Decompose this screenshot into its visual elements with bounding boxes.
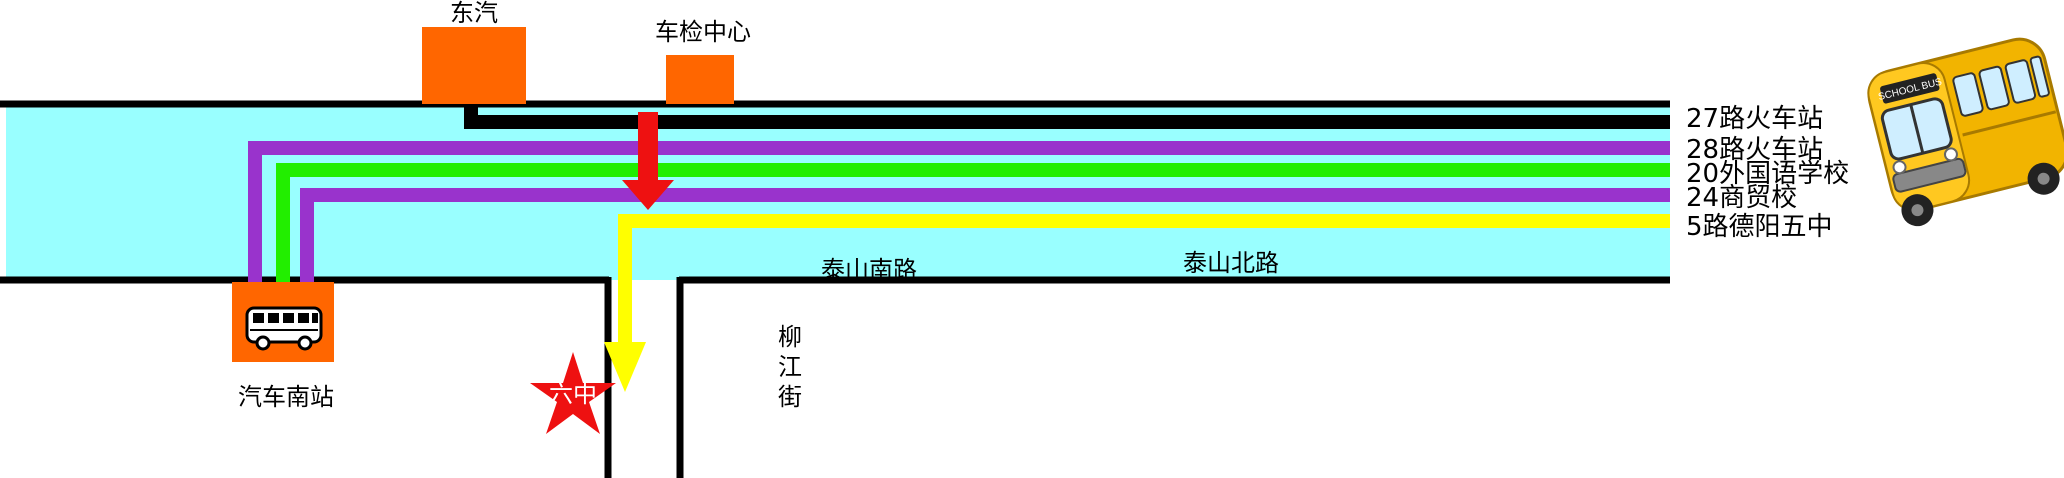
liujiang-street-label-3: 街 xyxy=(778,383,802,411)
bus-station-icon xyxy=(232,282,334,362)
route-5-arrowhead xyxy=(604,342,646,392)
route-5-line xyxy=(618,214,1670,345)
route-24-label: 24商贸校 xyxy=(1686,183,1797,213)
route-27-label: 27路火车站 xyxy=(1686,104,1823,134)
chejian-label: 车检中心 xyxy=(655,18,751,46)
route-20-line xyxy=(276,163,1670,282)
route-28-label: 28路火车站 xyxy=(1686,135,1823,165)
taishan-north-road-label: 泰山北路 xyxy=(1183,249,1279,277)
dongqi-label: 东汽 xyxy=(450,0,498,27)
liujiang-street-label-2: 江 xyxy=(778,353,802,381)
bus-south-label: 汽车南站 xyxy=(238,383,334,411)
route-24-line xyxy=(300,188,1670,282)
liuzhong-label: 六中 xyxy=(549,380,597,408)
route-28-line xyxy=(248,141,1670,282)
route-5-label: 5路德阳五中 xyxy=(1686,212,1833,242)
liujiang-street-label-1: 柳 xyxy=(778,323,802,351)
chejian-building xyxy=(666,55,734,104)
dongqi-building xyxy=(422,27,526,104)
taishan-south-road-label: 泰山南路 xyxy=(821,256,917,284)
red-arrow-head xyxy=(622,180,674,210)
route-20-label: 20外国语学校 xyxy=(1686,159,1849,189)
school-bus-icon: SCHOOL BUS xyxy=(1867,37,2064,227)
liuzhong-star xyxy=(530,352,616,434)
red-arrow-shaft xyxy=(638,112,658,182)
route-27-line xyxy=(464,104,1670,129)
